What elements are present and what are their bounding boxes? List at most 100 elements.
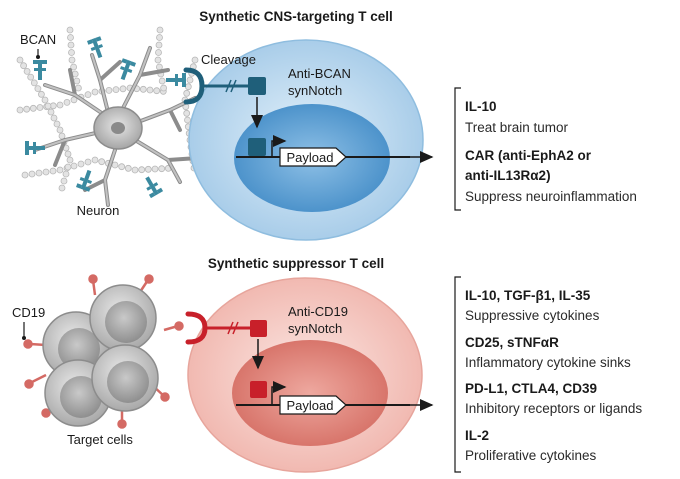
- target-cells-illustration: [23, 274, 184, 429]
- myelin-bead: [184, 83, 192, 91]
- myelin-bead: [70, 63, 77, 71]
- myelin-bead: [30, 79, 38, 87]
- top-payload-label: Payload: [287, 150, 334, 165]
- myelin-bead: [73, 77, 81, 85]
- myelin-bead: [58, 184, 66, 192]
- myelin-bead: [191, 56, 199, 64]
- top-output-2-title-line1: CAR (anti-EphA2 or: [465, 148, 592, 163]
- myelin-bead: [156, 26, 164, 34]
- bottom-output-bracket: [454, 276, 461, 473]
- myelin-bead: [21, 171, 29, 179]
- anti-bcan-label-line2: synNotch: [288, 83, 342, 98]
- myelin-bead: [23, 105, 31, 113]
- myelin-bead: [67, 34, 74, 41]
- myelin-bead: [56, 126, 64, 134]
- bcan-antigens: [25, 36, 186, 199]
- myelin-bead: [35, 169, 43, 177]
- myelin-bead: [153, 87, 161, 95]
- myelin-bead: [68, 49, 75, 56]
- cd19-pointer-dot: [22, 336, 26, 340]
- myelin-bead: [41, 96, 49, 104]
- myelin-bead: [98, 158, 106, 166]
- bottom-output-4-title: IL-2: [465, 428, 489, 443]
- myelin-bead: [112, 86, 120, 93]
- myelin-bead: [144, 165, 152, 173]
- myelin-bead: [91, 156, 99, 164]
- top-transcription-factor: [248, 138, 266, 156]
- bottom-output-1-desc: Suppressive cytokines: [465, 308, 600, 323]
- cd19-label: CD19: [12, 305, 45, 320]
- bottom-payload-gene: [279, 395, 347, 415]
- neuron-illustration: [16, 26, 200, 207]
- top-output-1-title: IL-10: [465, 99, 497, 114]
- myelin-bead: [47, 108, 55, 116]
- cleavage-label: Cleavage: [201, 52, 256, 67]
- bottom-output-3-desc: Inhibitory receptors or ligands: [465, 401, 642, 416]
- myelin-bead: [151, 165, 159, 173]
- bottom-output-3-title: PD-L1, CTLA4, CD39: [465, 381, 597, 396]
- myelin-bead: [56, 166, 64, 174]
- myelin-bead: [183, 109, 191, 117]
- myelin-bead: [160, 84, 168, 92]
- myelin-bead: [16, 106, 24, 114]
- bottom-output-2-title: CD25, sTNFαR: [465, 335, 559, 350]
- bottom-payload-label: Payload: [287, 398, 334, 413]
- anti-bcan-synnotch-receptor: [183, 67, 266, 105]
- top-panel-title: Synthetic CNS-targeting T cell: [199, 9, 393, 24]
- top-output-2-title-line2: anti-IL13Rα2): [465, 168, 551, 183]
- myelin-bead: [58, 132, 66, 140]
- myelin-bead: [158, 77, 166, 85]
- myelin-bead: [139, 85, 147, 93]
- myelin-bead: [154, 56, 162, 64]
- target-cells-label: Target cells: [67, 432, 133, 447]
- myelin-bead: [64, 163, 72, 171]
- myelin-bead: [77, 160, 85, 168]
- myelin-bead: [138, 166, 146, 174]
- myelin-bead: [50, 114, 58, 122]
- myelin-bead: [158, 165, 166, 173]
- myelin-bead: [38, 90, 45, 98]
- myelin-bead: [42, 168, 50, 176]
- anti-bcan-label-line1: Anti-BCAN: [288, 66, 351, 81]
- myelin-bead: [62, 170, 70, 178]
- bottom-output-1-title: IL-10, TGF-β1, IL-35: [465, 288, 591, 303]
- top-gene-circuit: Payload: [236, 135, 410, 167]
- myelin-bead: [36, 104, 44, 111]
- myelin-bead: [84, 158, 92, 166]
- top-output-2-desc: Suppress neuroinflammation: [465, 189, 637, 204]
- myelin-bead: [28, 170, 36, 178]
- bottom-output-4-desc: Proliferative cytokines: [465, 448, 597, 463]
- myelin-bead: [111, 161, 119, 169]
- myelin-bead: [155, 49, 162, 56]
- myelin-bead: [56, 101, 64, 109]
- myelin-bead: [146, 86, 154, 94]
- myelin-bead: [16, 56, 24, 64]
- bottom-panel-title: Synthetic suppressor T cell: [208, 256, 384, 271]
- cd19-antigens: [23, 274, 184, 429]
- myelin-bead: [67, 41, 75, 49]
- myelin-bead: [66, 26, 74, 34]
- myelin-bead: [124, 164, 132, 172]
- myelin-bead: [184, 116, 191, 124]
- myelin-bead: [64, 150, 72, 158]
- myelin-bead: [44, 102, 52, 110]
- neuron-label: Neuron: [77, 203, 120, 218]
- myelin-bead: [68, 56, 76, 64]
- myelin-bead: [156, 34, 163, 41]
- anti-cd19-label-line1: Anti-CD19: [288, 304, 348, 319]
- myelin-bead: [155, 41, 163, 49]
- myelin-bead: [186, 76, 194, 84]
- myelin-bead: [23, 68, 31, 75]
- top-payload-gene: [279, 147, 347, 167]
- bottom-transcription-factor: [250, 381, 267, 398]
- myelin-bead: [70, 162, 78, 170]
- bottom-output-2-desc: Inflammatory cytokine sinks: [465, 355, 631, 370]
- top-output-1-desc: Treat brain tumor: [465, 120, 569, 135]
- myelin-bead: [131, 166, 139, 174]
- anti-cd19-synnotch-receptor: [185, 311, 267, 345]
- myelin-bead: [27, 73, 35, 81]
- myelin-bead: [70, 96, 78, 104]
- myelin-bead: [155, 63, 163, 71]
- myelin-bead: [75, 84, 82, 92]
- myelin-bead: [84, 91, 92, 98]
